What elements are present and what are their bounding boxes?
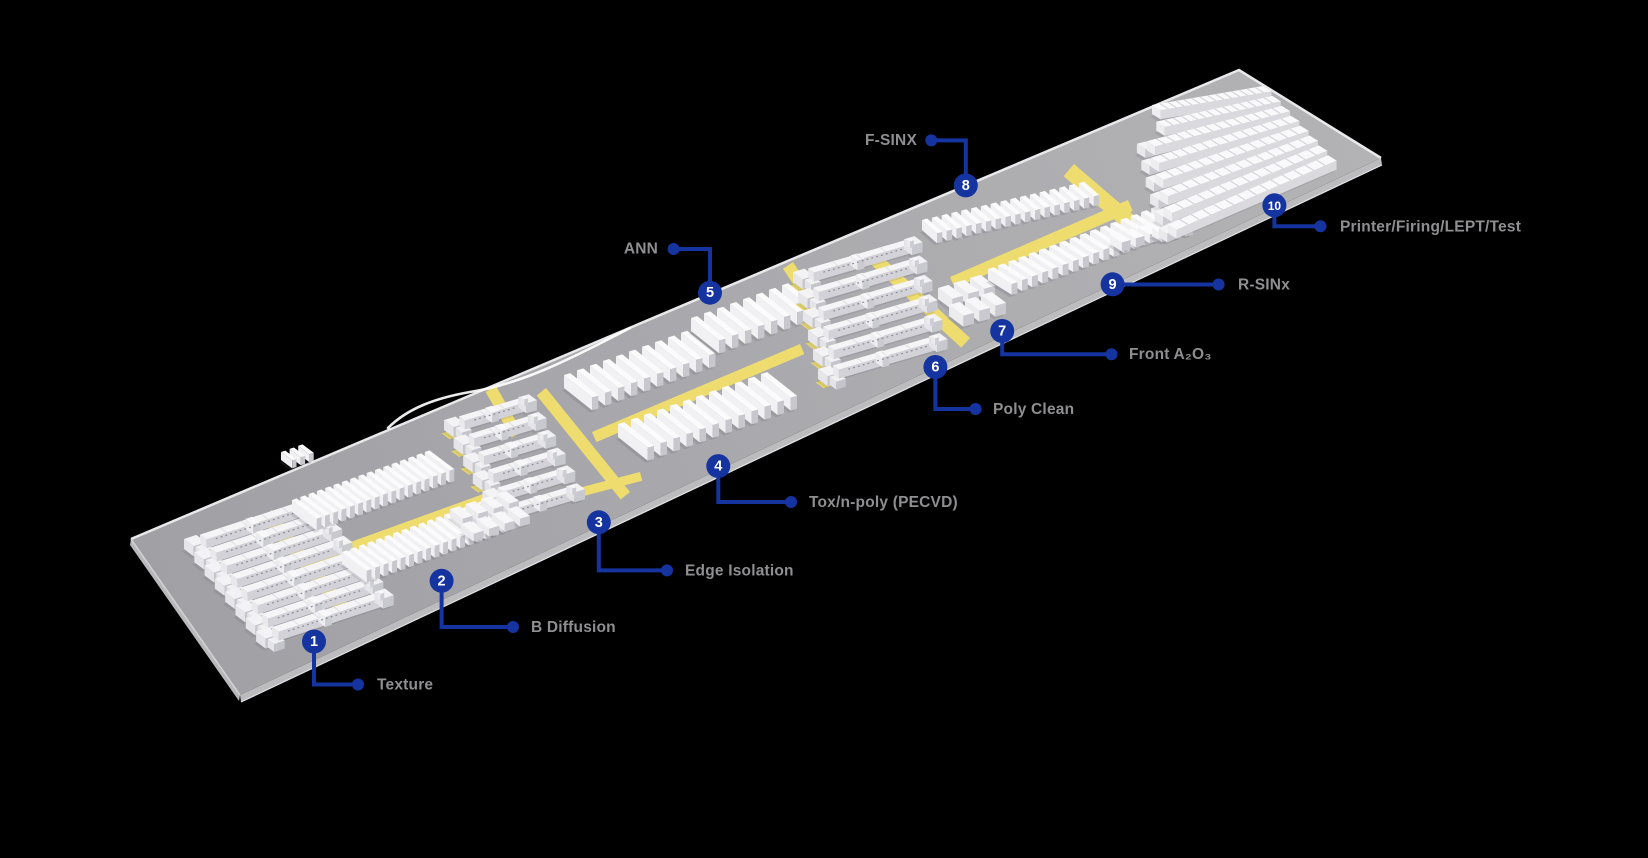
svg-text:Tox/n-poly (PECVD): Tox/n-poly (PECVD)	[809, 494, 958, 511]
svg-text:7: 7	[998, 324, 1006, 340]
svg-text:10: 10	[1268, 199, 1282, 213]
svg-text:Edge Isolation: Edge Isolation	[685, 563, 794, 580]
svg-text:8: 8	[962, 178, 970, 194]
svg-text:Texture: Texture	[377, 677, 433, 694]
svg-text:2: 2	[438, 573, 446, 589]
svg-text:F-SINX: F-SINX	[865, 132, 917, 149]
svg-text:Poly Clean: Poly Clean	[993, 401, 1074, 418]
svg-text:B Diffusion: B Diffusion	[531, 619, 616, 636]
svg-text:Printer/Firing/LEPT/Test: Printer/Firing/LEPT/Test	[1340, 219, 1521, 236]
svg-text:R-SINx: R-SINx	[1238, 277, 1290, 294]
svg-text:ANN: ANN	[624, 241, 658, 258]
svg-text:Front A₂O₃: Front A₂O₃	[1129, 346, 1212, 363]
svg-text:5: 5	[706, 285, 714, 301]
svg-text:3: 3	[595, 515, 603, 531]
svg-text:4: 4	[714, 459, 722, 475]
svg-text:1: 1	[310, 634, 318, 650]
svg-text:6: 6	[931, 360, 939, 376]
svg-text:9: 9	[1109, 277, 1117, 293]
